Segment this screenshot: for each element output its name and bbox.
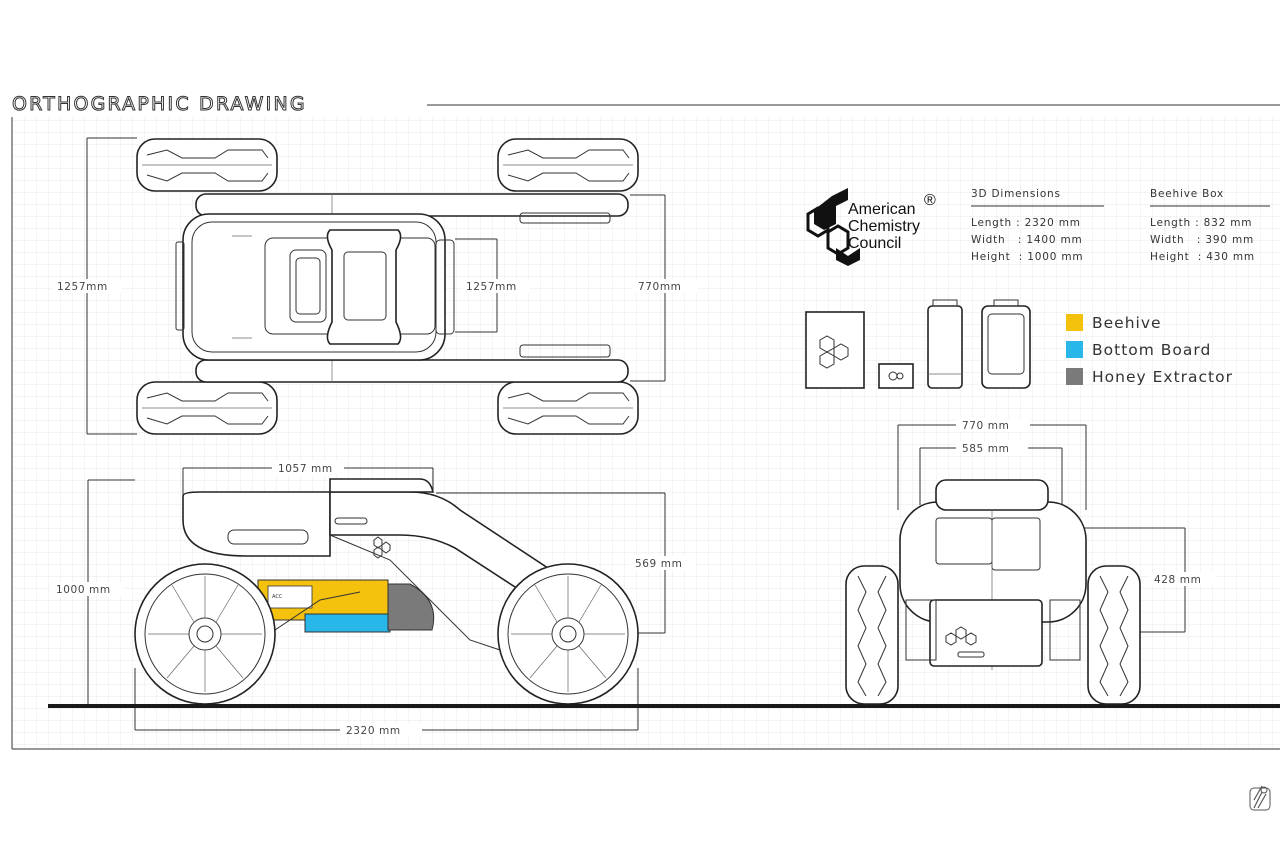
top-width-inner-label: 1257mm <box>466 281 517 293</box>
specs-beehive-row-3: Height : 430 mm <box>1150 251 1255 263</box>
front-box-height-label: 428 mm <box>1154 574 1201 586</box>
specs-dimensions-row-3: Height : 1000 mm <box>971 251 1083 263</box>
tyre-front-right <box>497 138 639 192</box>
logo-line-2: Chemistry <box>848 218 920 235</box>
side-upper-height-label: 569 mm <box>635 558 682 570</box>
front-inner-width-label: 585 mm <box>962 443 1009 455</box>
drawing-title: ORTHOGRAPHIC DRAWING <box>12 93 307 115</box>
tyre-rear-right <box>497 381 639 435</box>
bottom-board-part <box>304 613 391 633</box>
specs-beehive-row-2: Width : 390 mm <box>1150 234 1254 246</box>
ground-line <box>48 704 1280 708</box>
front-view: 770 mm 585 mm 428 mm <box>845 418 1216 705</box>
front-hex-icon <box>945 626 977 646</box>
legend-swatch-honey-extractor <box>1066 368 1083 385</box>
front-wheel-right <box>1087 565 1141 705</box>
logo-mark: ® <box>924 192 936 209</box>
specs-dimensions-row-1: Length : 2320 mm <box>971 217 1081 229</box>
legend-label-beehive: Beehive <box>1092 314 1162 332</box>
american-chemistry-council-logo: American ® Chemistry Council <box>806 188 936 266</box>
specs-beehive-heading: Beehive Box <box>1150 188 1224 200</box>
side-hex-icon <box>373 536 391 559</box>
legend: Beehive Bottom Board Honey Extractor <box>1066 314 1233 386</box>
front-outer-width-label: 770 mm <box>962 420 1009 432</box>
legend-swatch-beehive <box>1066 314 1083 331</box>
side-wheel-rear <box>497 563 639 705</box>
legend-label-honey-extractor: Honey Extractor <box>1092 368 1233 386</box>
specs-beehive-row-1: Length : 832 mm <box>1150 217 1252 229</box>
svg-text:ACC: ACC <box>272 594 283 600</box>
logo-line-1: American <box>848 201 916 218</box>
top-width-right-label: 770mm <box>638 281 682 293</box>
legend-swatch-bottom-board <box>1066 341 1083 358</box>
beehive-box-thumbnails <box>805 299 1031 389</box>
bee-mark-icon <box>1249 785 1271 811</box>
tyre-front-left <box>136 138 278 192</box>
side-wheel-front <box>134 563 276 705</box>
side-height-label: 1000 mm <box>56 584 111 596</box>
side-length-label: 2320 mm <box>346 725 401 737</box>
front-wheel-left <box>845 565 899 705</box>
legend-label-bottom-board: Bottom Board <box>1092 341 1211 359</box>
specs-3d-dimensions: 3D Dimensions Length : 2320 mm Width : 1… <box>971 188 1104 263</box>
top-width-left-label: 1257mm <box>57 281 108 293</box>
hexagon-logo-icon <box>806 188 860 266</box>
specs-dimensions-row-2: Width : 1400 mm <box>971 234 1083 246</box>
specs-beehive-box: Beehive Box Length : 832 mm Width : 390 … <box>1150 188 1270 263</box>
logo-line-3: Council <box>848 235 901 252</box>
honey-extractor-part <box>387 583 435 631</box>
side-view: 1057 mm 1000 mm 569 mm 2320 mm ACC <box>50 461 696 737</box>
specs-dimensions-heading: 3D Dimensions <box>971 188 1061 200</box>
top-view: 1257mm 770mm 1257mm <box>52 137 698 435</box>
side-top-length-label: 1057 mm <box>278 463 333 475</box>
tyre-rear-left <box>136 381 278 435</box>
